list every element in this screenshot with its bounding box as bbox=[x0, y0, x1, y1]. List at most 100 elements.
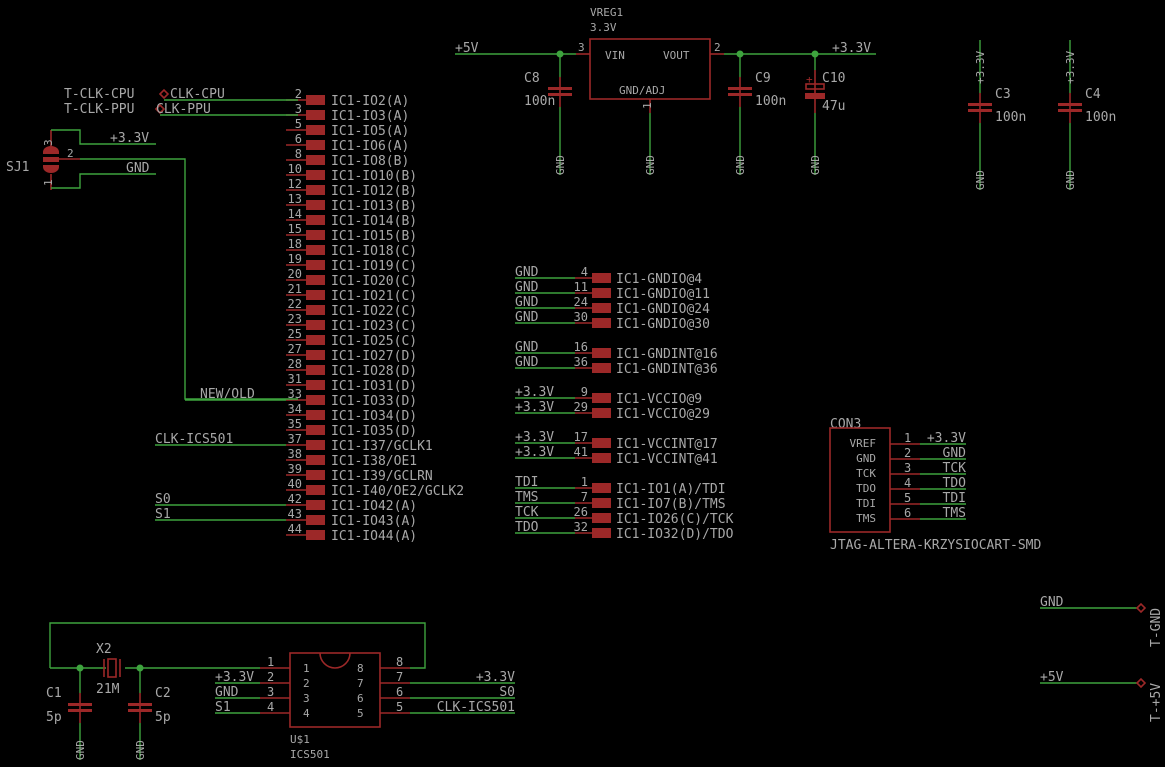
testpoint-clk-cpu[interactable]: T-CLK-CPU CLK-CPU bbox=[64, 87, 298, 102]
pin-pad bbox=[306, 500, 325, 510]
pin-pad bbox=[306, 125, 325, 135]
pin-label: IC1-GNDIO@4 bbox=[616, 272, 702, 287]
crystal-x2[interactable]: X2 21M bbox=[96, 642, 121, 697]
pin-label: TDI bbox=[856, 497, 876, 510]
pin-pad bbox=[306, 470, 325, 480]
pin-label: IC1-IO20(C) bbox=[331, 274, 417, 289]
pin-number: 44 bbox=[288, 522, 302, 536]
pin-number: 1 bbox=[904, 431, 911, 445]
ics501-pin[interactable]: 88 bbox=[357, 655, 410, 675]
net-label: +3.3V bbox=[974, 51, 987, 84]
cap-name: C8 bbox=[524, 71, 540, 86]
pin-pad bbox=[306, 380, 325, 390]
svg-text:3: 3 bbox=[578, 41, 585, 54]
cap-plate bbox=[805, 83, 825, 90]
pin-pad bbox=[306, 275, 325, 285]
ics501-pin[interactable]: 77+3.3V bbox=[357, 670, 515, 690]
testpoint-clk-ppu[interactable]: T-CLK-PPU CLK-PPU bbox=[64, 102, 298, 117]
testpoint-gnd[interactable]: GND T-GND bbox=[1040, 595, 1164, 647]
svg-text:GND/ADJ: GND/ADJ bbox=[619, 84, 665, 97]
svg-text:21M: 21M bbox=[96, 682, 120, 697]
solder-jumper-sj1[interactable]: SJ1 3 1 2 +3.3V GND bbox=[6, 129, 298, 400]
sj1-label: SJ1 bbox=[6, 160, 29, 175]
pin-label: IC1-IO2(A) bbox=[331, 94, 409, 109]
testpoint-5v[interactable]: +5V T-+5V bbox=[1040, 670, 1164, 722]
net-label: +3.3V bbox=[215, 670, 254, 685]
net-label: CLK-ICS501 bbox=[437, 700, 515, 715]
cap-name: C2 bbox=[155, 686, 171, 701]
pin-pad bbox=[592, 318, 611, 328]
net-label: GND bbox=[1040, 595, 1064, 610]
voltage-regulator-vreg1[interactable]: VREG1 3.3V VIN VOUT GND/ADJ 3 2 1 +5V +3… bbox=[455, 6, 876, 175]
net-label: TDO bbox=[515, 520, 539, 535]
pin-label: IC1-VCCIO@9 bbox=[616, 392, 702, 407]
pin-pad bbox=[306, 110, 325, 120]
